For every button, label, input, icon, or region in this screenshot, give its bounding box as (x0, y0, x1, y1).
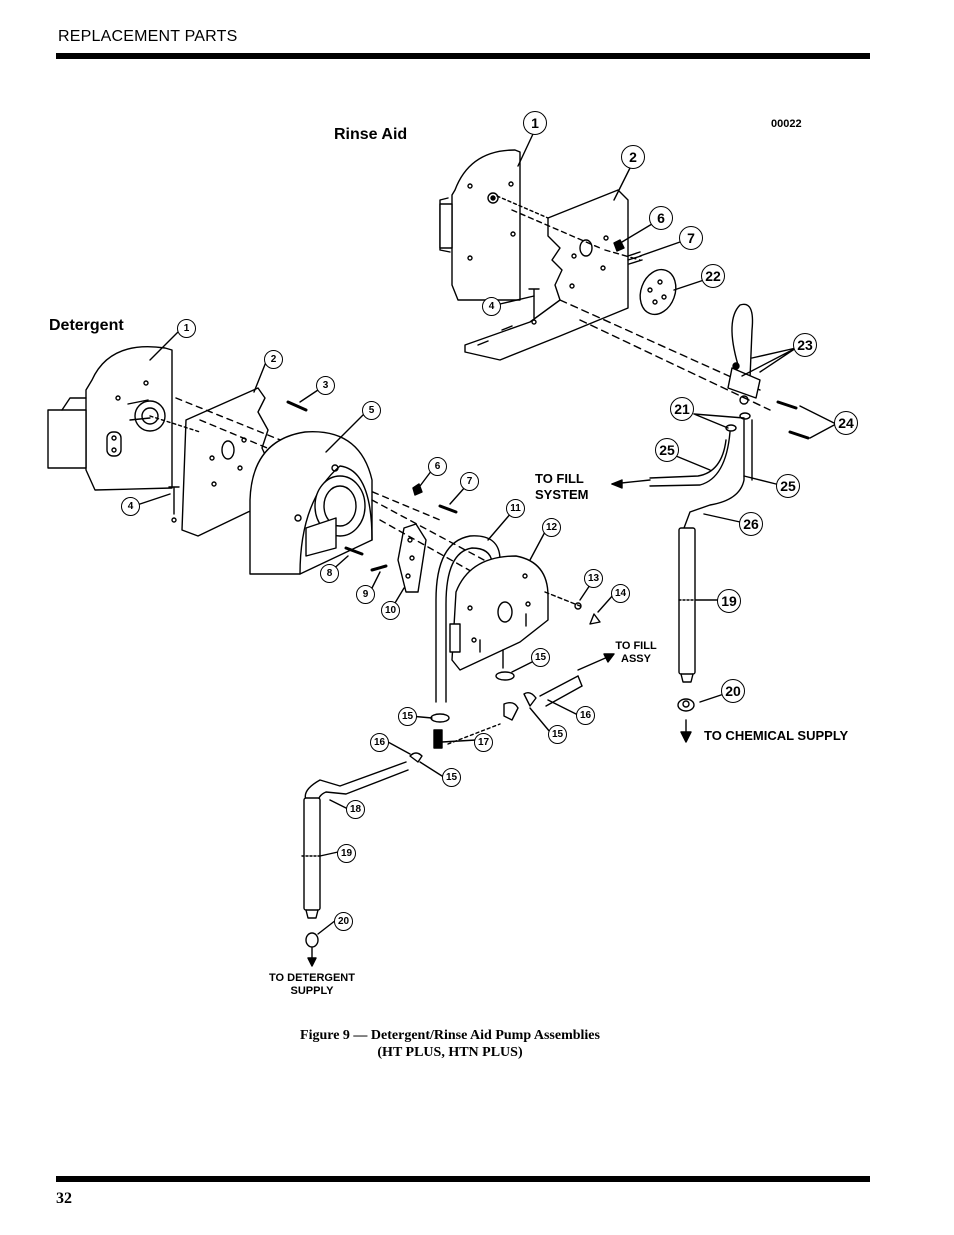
footer-rule (56, 1176, 870, 1182)
callout-det-17: 17 (474, 733, 493, 752)
callout-rinse-22: 22 (701, 264, 725, 288)
callout-rinse-4: 4 (482, 297, 501, 316)
callout-det-18: 18 (346, 800, 365, 819)
rinse-motor (439, 149, 521, 301)
rinse-aid-label: Rinse Aid (334, 126, 408, 143)
rinse-bracket (464, 189, 629, 361)
to-fill-system-label: TO FILL SYSTEM (535, 471, 589, 502)
callout-det-16a: 16 (576, 706, 595, 725)
detergent-pump-head (249, 431, 373, 575)
detergent-label: Detergent (49, 317, 124, 334)
callout-det-10: 10 (381, 601, 400, 620)
page-number: 32 (56, 1190, 72, 1207)
callout-det-11: 11 (506, 499, 525, 518)
callout-det-4: 4 (121, 497, 140, 516)
figure-caption: Figure 9 — Detergent/Rinse Aid Pump Asse… (200, 1027, 700, 1061)
callout-det-14: 14 (611, 584, 630, 603)
callout-rinse-21: 21 (670, 397, 694, 421)
detergent-rotor-10 (397, 523, 427, 593)
drawing-code: 00022 (771, 118, 802, 130)
callout-rinse-25b: 25 (776, 474, 800, 498)
to-chemical-supply-label: TO CHEMICAL SUPPLY (704, 728, 849, 743)
callout-det-9: 9 (356, 585, 375, 604)
section-title: REPLACEMENT PARTS (58, 28, 238, 45)
callout-rinse-6: 6 (649, 206, 673, 230)
callout-det-15a: 15 (531, 648, 550, 667)
callout-det-5: 5 (362, 401, 381, 420)
callout-det-13: 13 (584, 569, 603, 588)
callout-det-2: 2 (264, 350, 283, 369)
callout-rinse-25a: 25 (655, 438, 679, 462)
caption-line-2: (HT PLUS, HTN PLUS) (377, 1045, 523, 1060)
callout-rinse-20: 20 (721, 679, 745, 703)
callout-rinse-1: 1 (523, 111, 547, 135)
callout-rinse-7: 7 (679, 226, 703, 250)
callout-det-7: 7 (460, 472, 479, 491)
rinse-rotor-22 (639, 268, 677, 316)
callout-det-1: 1 (177, 319, 196, 338)
to-detergent-supply-label: TO DETERGENT SUPPLY (269, 972, 355, 997)
callout-det-15d: 15 (442, 768, 461, 787)
detergent-motor (47, 346, 173, 491)
callout-rinse-2: 2 (621, 145, 645, 169)
detergent-pump-cover (449, 555, 549, 671)
callout-det-15b: 15 (398, 707, 417, 726)
callout-det-15c: 15 (548, 725, 567, 744)
header-rule (56, 53, 870, 59)
to-fill-assy-label: TO FILL ASSY (615, 640, 657, 665)
callout-det-20: 20 (334, 912, 353, 931)
callout-det-12: 12 (542, 518, 561, 537)
callout-rinse-19: 19 (717, 589, 741, 613)
callout-det-3: 3 (316, 376, 335, 395)
callout-rinse-26: 26 (739, 512, 763, 536)
callout-rinse-23: 23 (793, 333, 817, 357)
callout-det-16b: 16 (370, 733, 389, 752)
callout-det-19: 19 (337, 844, 356, 863)
callout-det-8: 8 (320, 564, 339, 583)
caption-line-1: Figure 9 — Detergent/Rinse Aid Pump Asse… (300, 1028, 600, 1043)
callout-det-6: 6 (428, 457, 447, 476)
callout-rinse-24: 24 (834, 411, 858, 435)
